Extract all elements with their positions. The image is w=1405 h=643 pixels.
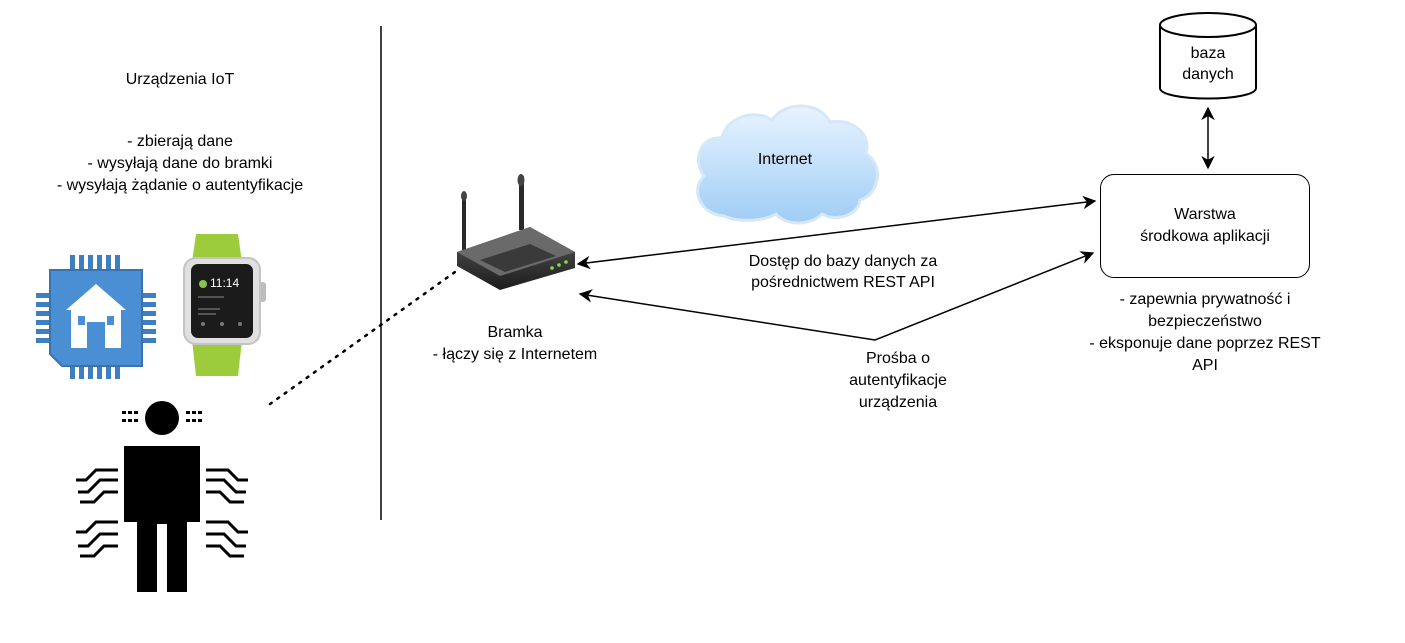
wearable-person-icon (76, 401, 248, 592)
middleware-bullet-2: bezpieczeństwo (1148, 313, 1262, 330)
smart-home-chip-icon (36, 255, 156, 379)
gateway-desc: - łączy się z Internetem (432, 346, 598, 363)
middleware-line-1: Warstwa (1174, 206, 1236, 223)
middleware-bullet-4: API (1192, 357, 1218, 374)
middleware-box: Warstwa środkowa aplikacji (1100, 174, 1310, 278)
cloud-label: Internet (757, 151, 813, 168)
watch-time: 11:14 (210, 276, 240, 290)
auth-request-label-2: autentyfikacje (818, 371, 978, 390)
auth-request-label-3: urządzenia (818, 393, 978, 412)
iot-bullet-3: - wysyłają żądanie o autentyfikacje (56, 177, 304, 194)
middleware-bullet-1: - zapewnia prywatność i (1119, 291, 1291, 308)
database-icon (1159, 12, 1257, 100)
device-gateway-link (268, 270, 457, 406)
iot-bullet-1: - zbierają dane (127, 133, 233, 150)
gateway-title: Bramka (487, 324, 543, 341)
database-label-1: baza (1190, 45, 1226, 62)
middleware-line-2: środkowa aplikacji (1140, 228, 1270, 245)
router-icon (457, 174, 575, 290)
smartwatch-icon (183, 234, 266, 376)
auth-request-edge (578, 251, 1095, 341)
database-label-2: danych (1182, 66, 1234, 83)
db-access-label-2: pośrednictwem REST API (718, 273, 968, 292)
auth-request-label-1: Prośba o (818, 349, 978, 368)
iot-title: Urządzenia IoT (125, 71, 235, 88)
db-access-label-1: Dostęp do bazy danych za (718, 252, 968, 271)
iot-bullet-2: - wysyłają dane do bramki (87, 155, 273, 172)
middleware-bullet-3: - eksponuje dane poprzez REST (1089, 335, 1321, 352)
